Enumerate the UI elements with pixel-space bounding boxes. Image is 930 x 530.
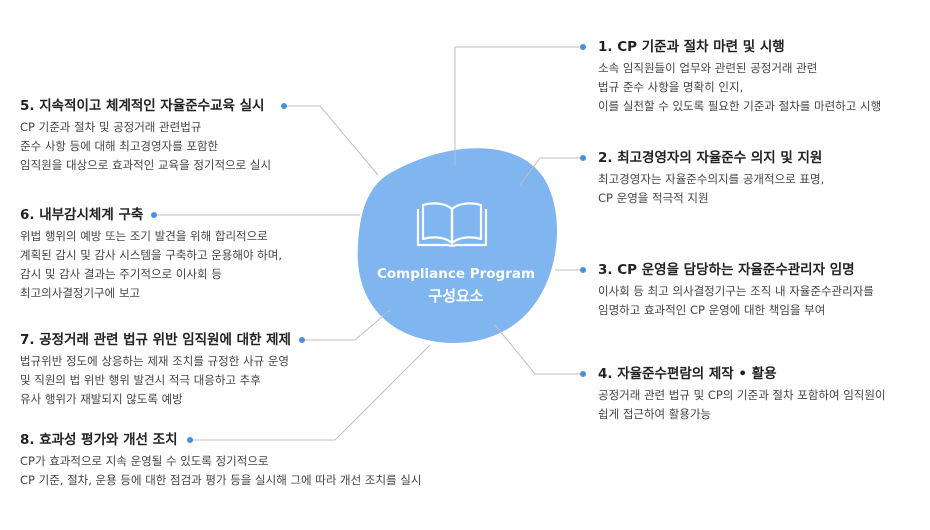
desc-line: 법규 준수 사항을 명확히 인지, (598, 80, 744, 94)
component-title: 3. CP 운영을 담당하는 자율준수관리자 임명 (598, 262, 855, 278)
component-desc: 소속 임직원들이 업무와 관련된 공정거래 관련 법규 준수 사항을 명확히 인… (598, 59, 881, 116)
component-desc: 법규위반 정도에 상응하는 제재 조치를 규정한 사규 운영 및 직원의 법 위… (20, 352, 291, 409)
component-desc: 이사회 등 최고 의사결정기구는 조직 내 자율준수관리자를 임명하고 효과적인… (598, 282, 874, 320)
connector-4 (494, 324, 583, 375)
component-item-2: 2. 최고경영자의 자율준수 의지 및 지원 최고경영자는 자율준수의지를 공개… (598, 149, 824, 208)
component-title: 1. CP 기준과 절차 마련 및 시행 (598, 39, 785, 55)
component-item-5: 5. 지속적이고 체계적인 자율준수교육 실시 CP 기준과 절차 및 공정거래… (20, 97, 271, 175)
component-title: 6. 내부감시체계 구축 (20, 207, 144, 223)
desc-line: 유사 행위가 재발되지 않도록 예방 (20, 392, 183, 406)
component-desc: CP 기준과 절차 및 공정거래 관련법규 준수 사항 등에 대해 최고경영자를… (20, 118, 271, 175)
desc-line: CP 기준, 절차, 운용 등에 대한 점검과 평가 등을 실시해 그에 따라 … (20, 473, 422, 487)
desc-line: 준수 사항 등에 대해 최고경영자를 포함한 (20, 139, 219, 153)
desc-line: 계획된 감시 및 감사 시스템을 구축하고 운용해야 하며, (20, 248, 283, 262)
component-item-1: 1. CP 기준과 절차 마련 및 시행 소속 임직원들이 업무와 관련된 공정… (598, 38, 881, 116)
bullet-dot-8 (187, 437, 193, 443)
bullet-dot-6 (151, 212, 157, 218)
component-title: 8. 효과성 평가와 개선 조치 (20, 432, 178, 448)
component-item-3: 3. CP 운영을 담당하는 자율준수관리자 임명 이사회 등 최고 의사결정기… (598, 261, 874, 320)
desc-line: CP 운영을 적극적 지원 (598, 191, 709, 205)
component-desc: CP가 효과적으로 지속 운영될 수 있도록 정기적으로 CP 기준, 절차, … (20, 452, 421, 490)
desc-line: 최고의사결정기구에 보고 (20, 286, 141, 300)
desc-line: 쉽게 접근하여 활용가능 (598, 407, 712, 421)
component-desc: 공정거래 관련 법규 및 CP의 기준과 절차 포함하여 임직원이 쉽게 접근하… (598, 386, 886, 424)
desc-line: 임명하고 효과적인 CP 운영에 대한 책임을 부여 (598, 303, 826, 317)
connector-2 (519, 157, 583, 186)
bullet-dot-1 (580, 44, 586, 50)
desc-line: 및 직원의 법 위반 행위 발견시 적극 대응하고 추후 (20, 373, 261, 387)
component-item-4: 4. 자율준수편람의 제작 • 활용 공정거래 관련 법규 및 CP의 기준과 … (598, 365, 886, 424)
component-title: 5. 지속적이고 체계적인 자율준수교육 실시 (20, 98, 265, 114)
component-title: 2. 최고경영자의 자율준수 의지 및 지원 (598, 150, 823, 166)
desc-line: 이를 실천할 수 있도록 필요한 기준과 절차를 마련하고 시행 (598, 99, 882, 113)
desc-line: CP 기준과 절차 및 공정거래 관련법규 (20, 120, 202, 134)
component-item-8: 8. 효과성 평가와 개선 조치 CP가 효과적으로 지속 운영될 수 있도록 … (20, 431, 421, 490)
component-item-7: 7. 공정거래 관련 법규 위반 임직원에 대한 제제 법규위반 정도에 상응하… (20, 331, 291, 409)
component-desc: 최고경영자는 자율준수의지를 공개적으로 표명, CP 운영을 적극적 지원 (598, 170, 824, 208)
open-book-icon (416, 202, 488, 247)
desc-line: 위법 행위의 예방 또는 조기 발견을 위해 합리적으로 (20, 229, 268, 243)
desc-line: 임직원을 대상으로 효과적인 교육을 정기적으로 실시 (20, 158, 272, 172)
bullet-dot-5 (281, 103, 287, 109)
center-subtitle: 구성요소 (428, 287, 484, 305)
desc-line: CP가 효과적으로 지속 운영될 수 있도록 정기적으로 (20, 454, 269, 468)
connector-7 (301, 309, 391, 341)
desc-line: 법규위반 정도에 상응하는 제재 조치를 규정한 사규 운영 (20, 354, 289, 368)
desc-line: 감시 및 감사 결과는 주기적으로 이사회 등 (20, 267, 222, 281)
bullet-dot-3 (580, 267, 586, 273)
desc-line: 소속 임직원들이 업무와 관련된 공정거래 관련 (598, 61, 818, 75)
desc-line: 공정거래 관련 법규 및 CP의 기준과 절차 포함하여 임직원이 (598, 388, 886, 402)
bullet-dot-7 (299, 337, 305, 343)
bullet-dot-2 (580, 155, 586, 161)
desc-line: 최고경영자는 자율준수의지를 공개적으로 표명, (598, 172, 825, 186)
connector-5 (283, 105, 379, 176)
component-title: 4. 자율준수편람의 제작 • 활용 (598, 366, 777, 382)
bullet-dot-4 (580, 371, 586, 377)
connector-1 (454, 46, 583, 165)
component-desc: 위법 행위의 예방 또는 조기 발견을 위해 합리적으로 계획된 감시 및 감사… (20, 227, 282, 303)
connector-8 (189, 344, 431, 441)
center-title: Compliance Program (376, 266, 536, 282)
component-title: 7. 공정거래 관련 법규 위반 임직원에 대한 제제 (20, 332, 291, 348)
component-item-6: 6. 내부감시체계 구축 위법 행위의 예방 또는 조기 발견을 위해 합리적으… (20, 206, 282, 303)
desc-line: 이사회 등 최고 의사결정기구는 조직 내 자율준수관리자를 (598, 284, 874, 298)
